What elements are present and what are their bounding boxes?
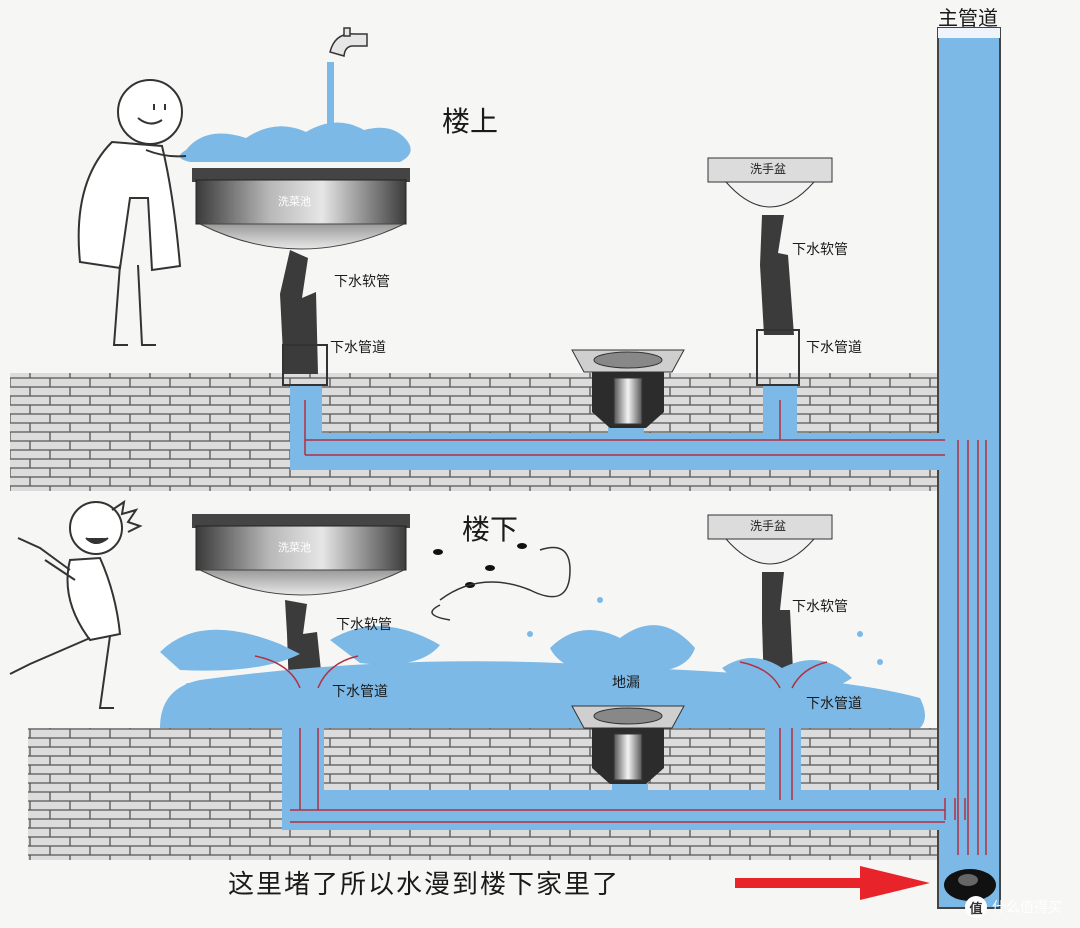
- downstairs-sink-hose-label: 下水软管: [336, 617, 392, 633]
- overflow-lines: [254, 655, 828, 689]
- downstairs-title: 楼下: [462, 513, 519, 546]
- red-arrow: [735, 866, 930, 900]
- flood-water: [160, 597, 925, 728]
- upstairs-basin-label: 洗手盆: [750, 162, 787, 176]
- upper-floor-slab: [10, 373, 940, 491]
- floor-drain-label: 地漏: [612, 675, 640, 691]
- upper-basin-pipe-collar: [756, 329, 800, 386]
- main-pipe-flow-lines: [957, 440, 987, 855]
- downstairs-kitchen-sink-label: 洗菜池: [278, 541, 311, 554]
- faucet: [329, 27, 368, 57]
- downstairs-basin-label: 洗手盆: [750, 519, 787, 533]
- lower-floor-drain: [571, 705, 685, 784]
- upstairs-sink-hose-label: 下水软管: [334, 274, 390, 290]
- blockage: [944, 869, 996, 901]
- upstairs-kitchen-sink-label: 洗菜池: [278, 195, 311, 208]
- upper-sink-hose: [280, 250, 318, 374]
- main-pipe: [937, 27, 1001, 909]
- upstairs-basin-pipe-label: 下水管道: [806, 340, 862, 356]
- upper-sink-water: [179, 122, 411, 162]
- lower-basin: [707, 514, 833, 565]
- upstairs-sink-pipe-label: 下水管道: [330, 340, 386, 356]
- main-pipe-label: 主管道: [938, 6, 998, 30]
- watermark: 值 什么值得买: [965, 896, 1062, 918]
- watermark-text: 什么值得买: [992, 900, 1062, 916]
- upper-kitchen-sink: [192, 168, 410, 250]
- upstairs-title: 楼上: [442, 105, 499, 138]
- downstairs-basin-pipe-label: 下水管道: [806, 696, 862, 712]
- flies: [431, 543, 571, 621]
- water-stream: [327, 62, 334, 140]
- upper-basin-hose: [760, 215, 794, 335]
- downstairs-sink-pipe-label: 下水管道: [332, 684, 388, 700]
- upstairs-basin-hose-label: 下水软管: [792, 242, 848, 258]
- watermark-badge-icon: 值: [965, 896, 987, 918]
- upper-sink-pipe-collar: [282, 344, 328, 386]
- downstairs-basin-hose-label: 下水软管: [792, 599, 848, 615]
- upper-basin: [707, 157, 833, 208]
- lower-sink-hose: [285, 600, 323, 690]
- caption: 这里堵了所以水漫到楼下家里了: [228, 870, 621, 900]
- lower-kitchen-sink: [192, 514, 410, 596]
- upper-floor-drain: [571, 349, 685, 428]
- lower-basin-hose: [762, 572, 794, 690]
- downstairs-person: [9, 499, 143, 709]
- upstairs-person: [77, 79, 187, 346]
